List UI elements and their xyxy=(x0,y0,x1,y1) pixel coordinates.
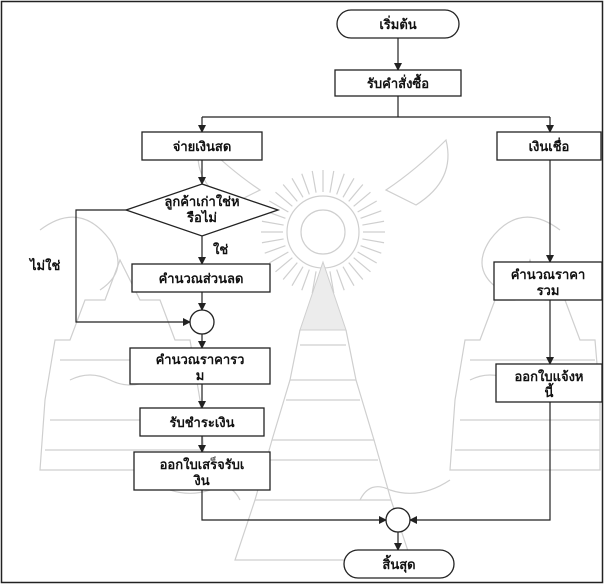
final-merge-connector xyxy=(385,507,411,533)
calc-total-left-line2: ม xyxy=(196,369,205,384)
watermark-ray xyxy=(269,251,289,264)
calc-total-right-line2: รวม xyxy=(537,284,560,299)
receive-order-label: รับคำสั่งซื้อ xyxy=(367,73,429,92)
watermark-seal xyxy=(39,138,601,561)
node-receive-order: รับคำสั่งซื้อ xyxy=(334,69,462,97)
watermark-ray xyxy=(261,220,284,226)
node-receive-payment: รับชำระเงิน xyxy=(139,407,265,437)
calc-discount-label: คำนวณส่วนลด xyxy=(159,271,244,287)
watermark-ray xyxy=(362,220,385,226)
node-issue-receipt: ออกใบเสร็จรับเ งิน xyxy=(133,451,271,491)
edges xyxy=(75,38,554,551)
watermark-ray xyxy=(311,170,317,193)
watermark-ray xyxy=(291,266,304,286)
watermark-ray xyxy=(301,173,310,195)
yes-edge-label: ใช่ xyxy=(213,241,228,258)
watermark-ray xyxy=(353,257,371,273)
issue-invoice-line2: นี้ xyxy=(545,382,554,401)
receive-payment-label: รับชำระเงิน xyxy=(170,415,235,431)
node-start: เริ่มต้น xyxy=(336,9,460,39)
edge-invoice-to-final-merge xyxy=(409,402,551,524)
watermark-ray xyxy=(275,191,293,207)
watermark-ray xyxy=(264,245,286,254)
node-issue-invoice: ออกใบแจ้งห นี้ xyxy=(495,363,603,403)
credit-label: เงินเชื่อ xyxy=(529,137,570,155)
watermark-ray xyxy=(261,238,284,244)
watermark-ray xyxy=(275,257,293,273)
start-label: เริ่มต้น xyxy=(379,15,416,33)
decision-label-line2: รือไม่ xyxy=(186,209,217,226)
watermark-ray xyxy=(362,238,385,244)
merge-connector xyxy=(189,309,215,335)
node-end: สิ้นสุด xyxy=(343,549,455,579)
watermark-ray xyxy=(329,271,335,294)
watermark-ray xyxy=(342,178,355,198)
end-label: สิ้นสุด xyxy=(382,554,415,573)
watermark-ray xyxy=(336,269,345,291)
watermark-ray xyxy=(336,173,345,195)
watermark-ray xyxy=(357,200,377,213)
decision-label-line1: ลูกค้าเก่าใช่ห xyxy=(164,193,239,210)
watermark-ray xyxy=(301,269,310,291)
node-cash: จ่ายเงินสด xyxy=(141,131,263,161)
node-credit: เงินเชื่อ xyxy=(496,131,602,161)
edge-no xyxy=(75,209,191,326)
watermark-ray xyxy=(348,184,364,202)
watermark-ray xyxy=(282,184,298,202)
calc-total-right-line1: คำนวณราคา xyxy=(511,267,586,283)
watermark-ray xyxy=(360,245,382,254)
no-edge-label: ไม่ใช่ xyxy=(28,257,60,274)
watermark-ray xyxy=(282,262,298,280)
node-calc-discount: คำนวณส่วนลด xyxy=(131,263,271,293)
watermark-ray xyxy=(342,266,355,286)
issue-receipt-line2: งิน xyxy=(193,474,210,489)
node-calc-total-left: คำนวณราคารว ม xyxy=(129,347,271,385)
watermark-ray xyxy=(311,271,317,294)
cash-label: จ่ายเงินสด xyxy=(173,140,232,155)
watermark-ray xyxy=(353,191,371,207)
watermark-ray xyxy=(329,170,335,193)
issue-invoice-line1: ออกใบแจ้งห xyxy=(515,368,584,385)
calc-total-left-line1: คำนวณราคารว xyxy=(156,352,245,368)
issue-receipt-line1: ออกใบเสร็จรับเ xyxy=(160,455,245,473)
edge-receipt-to-final-merge xyxy=(201,490,387,524)
watermark-ray xyxy=(360,210,382,219)
watermark-ray xyxy=(348,262,364,280)
node-calc-total-right: คำนวณราคา รวม xyxy=(493,261,603,301)
watermark-ray xyxy=(357,251,377,264)
node-decision: ลูกค้าเก่าใช่ห รือไม่ xyxy=(123,183,281,237)
watermark-ray xyxy=(291,178,304,198)
watermark-ray xyxy=(269,200,289,213)
